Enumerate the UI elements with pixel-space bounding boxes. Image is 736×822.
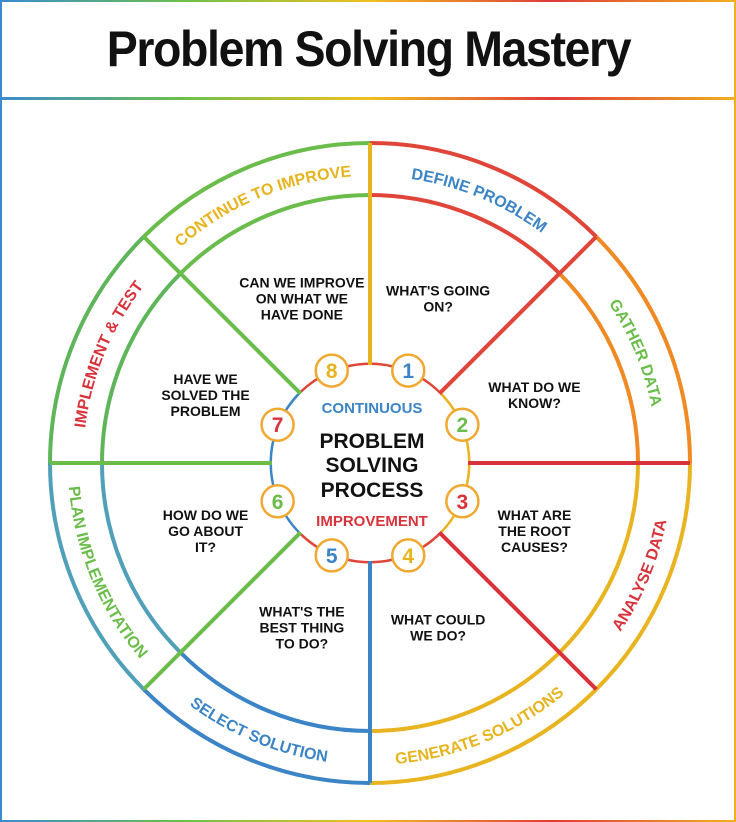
inner-ring-segment <box>100 462 182 654</box>
step-number: 3 <box>457 491 469 514</box>
stage-question-line: KNOW? <box>508 395 561 411</box>
center-circle <box>272 365 468 561</box>
inner-ring-segment <box>179 651 371 733</box>
stage-label-text: ANALYSE DATA <box>609 517 670 634</box>
stage-question-line: ON? <box>423 299 453 315</box>
stage-question-line: HOW DO WE <box>163 507 249 523</box>
stage-label: CONTINUE TO IMPROVE <box>172 164 352 251</box>
stage-question-line: HAVE DONE <box>261 307 343 323</box>
stage-question-line: WHAT DO WE <box>488 379 580 395</box>
outer-ring-segment <box>142 687 371 785</box>
stage-question-line: GO ABOUT <box>168 523 243 539</box>
center-title-line-2: SOLVING <box>326 454 419 477</box>
stage-question-line: WHAT COULD <box>391 611 486 627</box>
step-number: 7 <box>272 414 284 437</box>
stage-question-line: WE DO? <box>410 627 466 643</box>
stage-question-line: CAUSES? <box>501 539 568 555</box>
step-number: 1 <box>402 360 414 383</box>
stage-question-line: WHAT ARE <box>498 507 572 523</box>
header-divider <box>0 97 736 100</box>
outer-ring-segment <box>369 687 598 785</box>
stage-label-text: CONTINUE TO IMPROVE <box>172 164 352 251</box>
inner-ring-segment <box>179 193 371 275</box>
step-number: 4 <box>402 545 414 568</box>
step-number-badge: 3 <box>445 484 480 519</box>
outer-ring-segment <box>369 141 598 239</box>
step-number-badge: 5 <box>314 538 349 573</box>
stage-question-line: SOLVED THE <box>161 387 249 403</box>
outer-ring-segment <box>594 462 692 691</box>
stage-question-line: THE ROOT <box>498 523 571 539</box>
stage-question-line: WHAT'S GOING <box>386 283 490 299</box>
stage-question-line: BEST THING <box>259 619 344 635</box>
stage-question-line: IT? <box>195 539 216 555</box>
stage-question-line: WHAT'S THE <box>259 603 345 619</box>
step-number-badge: 6 <box>260 484 295 519</box>
center-title-line-1: PROBLEM <box>320 430 425 453</box>
inner-ring-segment <box>369 651 561 733</box>
stage-question-line: TO DO? <box>276 635 329 651</box>
inner-ring-segment <box>369 193 561 275</box>
step-number: 6 <box>272 491 284 514</box>
center-top-label: CONTINUOUS <box>322 400 423 417</box>
sector-divider <box>437 530 598 691</box>
stage-question-line: HAVE WE <box>173 371 237 387</box>
step-number: 8 <box>326 360 338 383</box>
page-title: Problem Solving Mastery <box>106 21 631 77</box>
center-bottom-label: IMPROVEMENT <box>316 513 428 530</box>
inner-ring-segment <box>558 272 640 464</box>
stage-question-line: CAN WE IMPROVE <box>239 275 364 291</box>
outer-ring-segment <box>48 462 146 691</box>
step-number: 2 <box>457 414 469 437</box>
inner-ring-segment <box>100 272 182 464</box>
center-title-line-3: PROCESS <box>321 479 424 502</box>
step-number-badge: 4 <box>391 538 426 573</box>
step-number: 5 <box>326 545 338 568</box>
step-number-badge: 2 <box>445 407 480 442</box>
inner-ring-segment <box>558 462 640 654</box>
step-number-badge: 7 <box>260 407 295 442</box>
sector-divider <box>142 530 303 691</box>
outer-ring-segment <box>594 235 692 464</box>
outer-ring-segment <box>48 235 146 464</box>
stage-question-line: ON WHAT WE <box>256 291 348 307</box>
stage-question-line: PROBLEM <box>171 403 241 419</box>
header: Problem Solving Mastery <box>0 0 736 98</box>
step-number-badge: 1 <box>391 353 426 388</box>
sector-divider <box>437 235 598 396</box>
step-number-badge: 8 <box>314 353 349 388</box>
stage-label: ANALYSE DATA <box>609 517 670 634</box>
sector-divider <box>142 235 303 396</box>
outer-ring-segment <box>142 141 371 239</box>
